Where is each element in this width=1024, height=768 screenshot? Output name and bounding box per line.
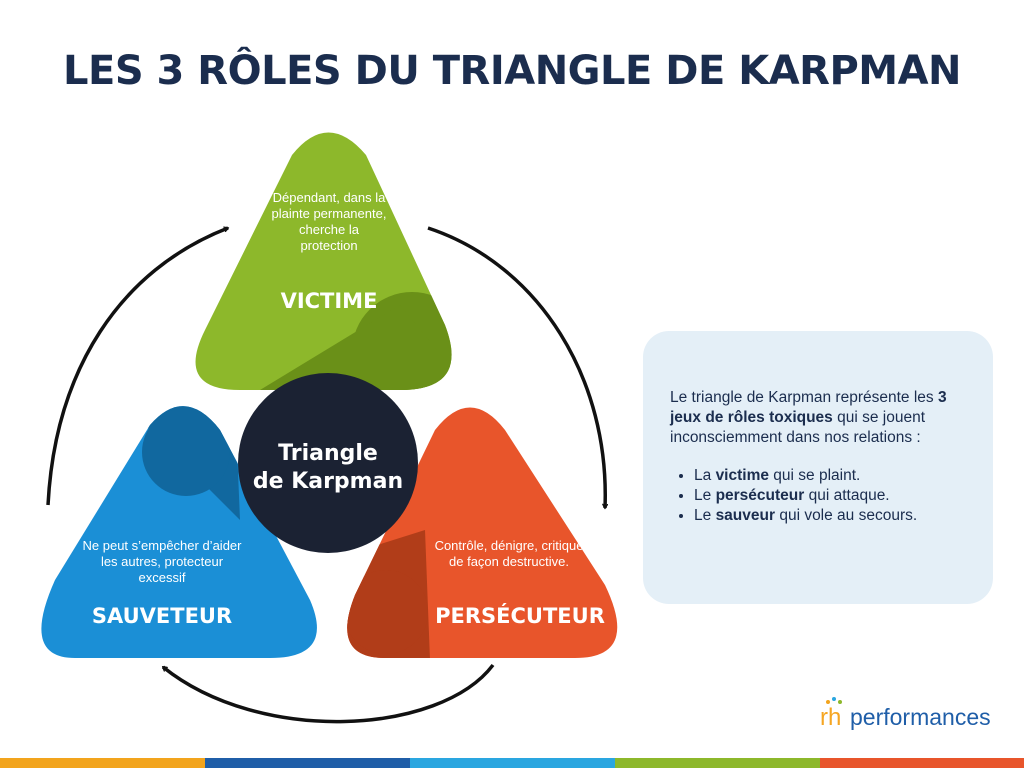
victime-description: Dépendant, dans la plainte permanente, c…: [271, 190, 387, 253]
footer-stripe: [820, 758, 1024, 768]
bullet-text: La: [694, 467, 716, 484]
footer-stripe: [410, 758, 615, 768]
bullet-text-end: qui vole au secours.: [775, 507, 918, 524]
info-intro-text: Le triangle de Karpman représente les: [670, 389, 938, 406]
logo-prefix: rh: [820, 704, 842, 731]
sauveteur-label: SAUVETEUR: [91, 604, 233, 628]
center-label: Triangle de Karpman: [238, 440, 418, 496]
bullet-text: Le: [694, 487, 716, 504]
center-circle: [238, 373, 418, 553]
sauveteur-shape: [41, 406, 317, 658]
footer-stripe: [615, 758, 820, 768]
bullet-text-end: qui attaque.: [804, 487, 890, 504]
arrow-sauveteur-to-victime: [46, 226, 230, 506]
info-bullet-persecuteur: Le persécuteur qui attaque.: [694, 486, 965, 506]
info-bullet-sauveur: Le sauveur qui vole au secours.: [694, 506, 965, 526]
persecuteur-description: Contrôle, dénigre, critique de façon des…: [434, 538, 584, 569]
victime-shape: [195, 132, 452, 390]
info-intro-bold: 3 jeux de rôles toxiques: [670, 389, 947, 426]
logo-dot-icon: [826, 700, 830, 704]
logo-dot-icon: [838, 700, 842, 704]
rh-performances-logo: rh performances: [820, 697, 1000, 736]
center-label-line1: Triangle: [278, 441, 378, 466]
victime-label: VICTIME: [280, 289, 378, 313]
info-bullet-list: La victime qui se plaint. Le persécuteur…: [670, 466, 965, 526]
page-title: LES 3 RÔLES DU TRIANGLE DE KARPMAN: [63, 48, 962, 94]
info-intro: Le triangle de Karpman représente les 3 …: [670, 388, 965, 448]
logo-name: performances: [850, 704, 991, 730]
bullet-text: Le: [694, 507, 716, 524]
logo-dot-icon: [832, 697, 836, 701]
bullet-bold: persécuteur: [715, 487, 805, 504]
arrow-victime-to-persecuteur: [427, 226, 609, 510]
footer-stripe: [0, 758, 205, 768]
sauveteur-description: Ne peut s’empêcher d’aider les autres, p…: [82, 538, 242, 585]
footer-stripe: [205, 758, 410, 768]
arrow-persecuteur-to-sauveteur: [161, 663, 495, 724]
bullet-bold: sauveur: [715, 507, 776, 524]
info-bullet-victime: La victime qui se plaint.: [694, 466, 965, 486]
center-label-line2: de Karpman: [252, 469, 404, 494]
bullet-bold: victime: [715, 467, 769, 484]
info-box: Le triangle de Karpman représente les 3 …: [643, 331, 993, 604]
info-intro-text-end: qui se jouent inconsciemment dans nos re…: [670, 409, 926, 446]
bullet-text-end: qui se plaint.: [768, 467, 861, 484]
persecuteur-label: PERSÉCUTEUR: [435, 604, 605, 628]
